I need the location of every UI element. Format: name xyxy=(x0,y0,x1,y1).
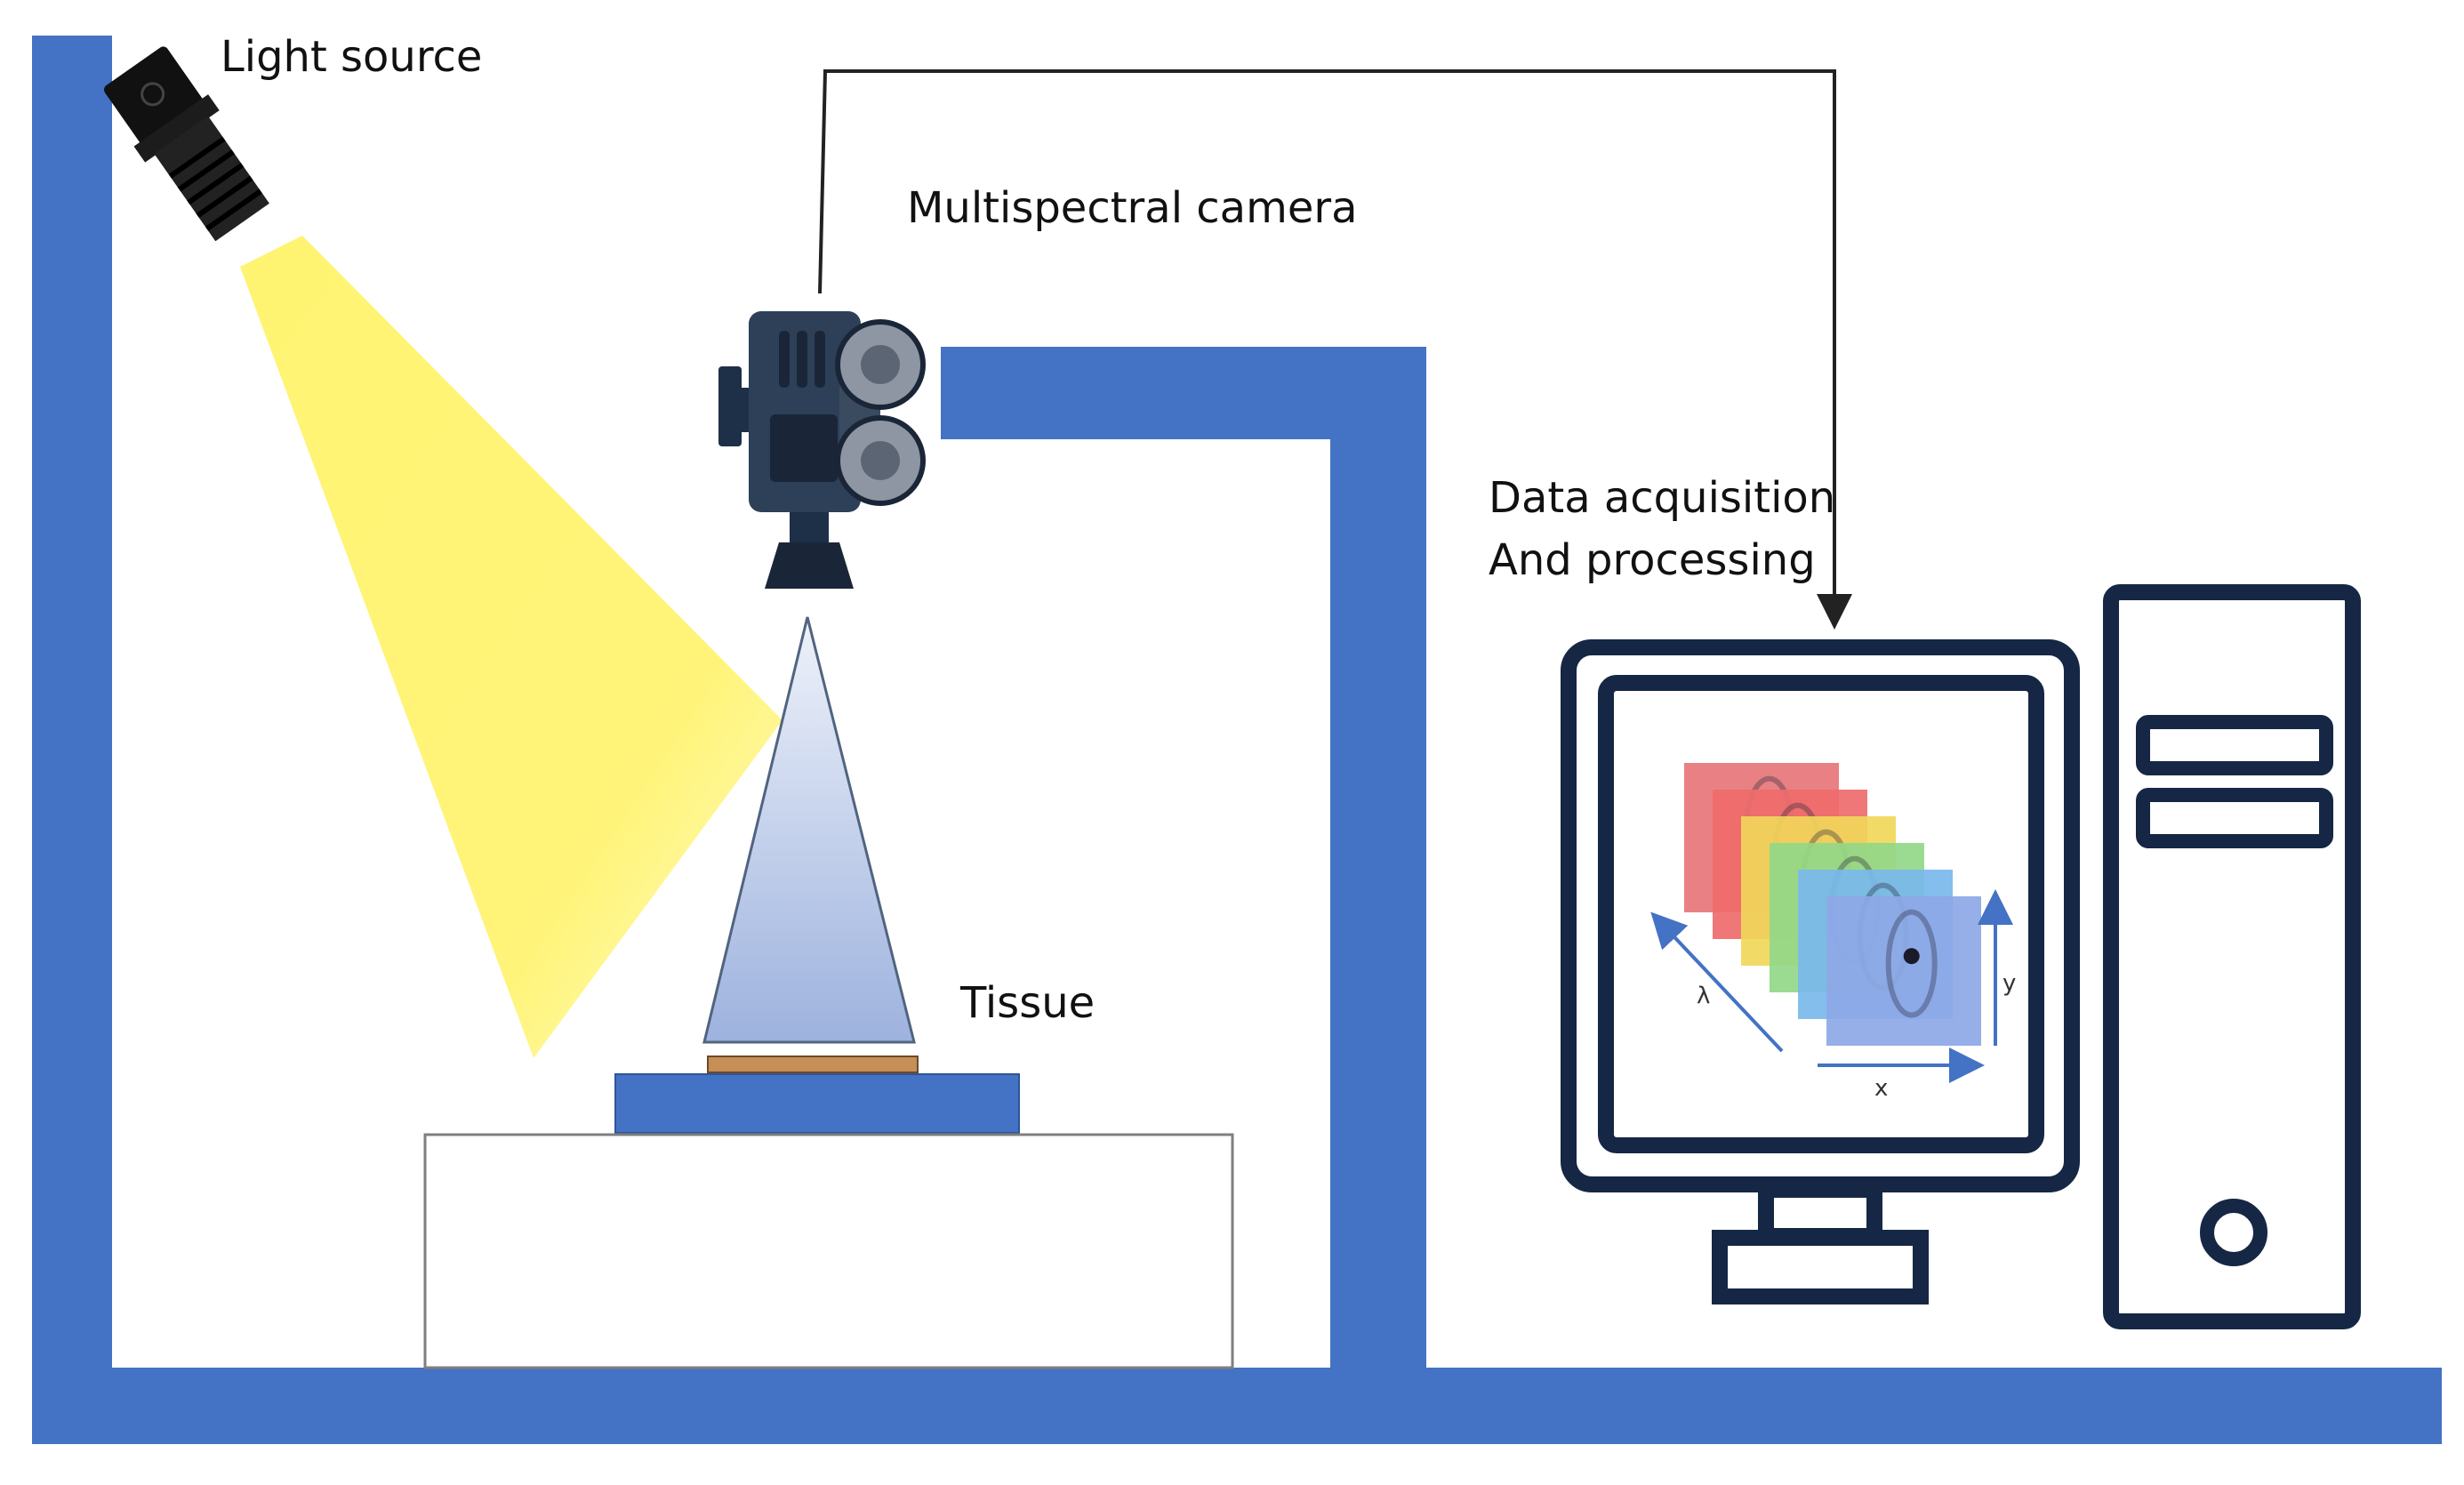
computer-tower-icon xyxy=(2103,584,2361,1329)
sample-core xyxy=(1903,948,1920,965)
power-button-icon xyxy=(2200,1199,2267,1266)
sample-stage xyxy=(614,1073,1020,1134)
frame-structure xyxy=(32,36,2442,1444)
data-processing-label-line1: Data acquisition xyxy=(1489,473,1836,523)
light-beam xyxy=(240,236,783,1058)
spectral-axes: λ x y xyxy=(1650,889,2016,1102)
light-source-icon xyxy=(103,46,269,242)
lambda-axis xyxy=(1650,911,1784,1053)
data-processing-label-line2: And processing xyxy=(1489,535,1816,585)
sample-silhouette xyxy=(1885,909,1938,1018)
tissue-label: Tissue xyxy=(960,978,1096,1028)
multispectral-camera-icon xyxy=(718,311,926,589)
x-axis-label: x xyxy=(1874,1075,1888,1102)
spectral-band-layer xyxy=(1826,896,1981,1046)
camera-label: Multispectral camera xyxy=(907,183,1358,233)
spectral-image-stack xyxy=(1684,763,1981,1046)
floor xyxy=(32,1368,2442,1444)
tissue-sample xyxy=(707,1056,919,1073)
camera-field-of-view xyxy=(702,616,916,1044)
y-axis-label: y xyxy=(2003,970,2016,997)
lambda-axis-label: λ xyxy=(1697,983,1710,1009)
connection-line xyxy=(818,69,1852,630)
stand-box xyxy=(423,1133,1234,1369)
light-source-label: Light source xyxy=(221,32,483,82)
left-wall xyxy=(32,36,112,1441)
camera-arm-vertical xyxy=(1330,347,1426,1378)
